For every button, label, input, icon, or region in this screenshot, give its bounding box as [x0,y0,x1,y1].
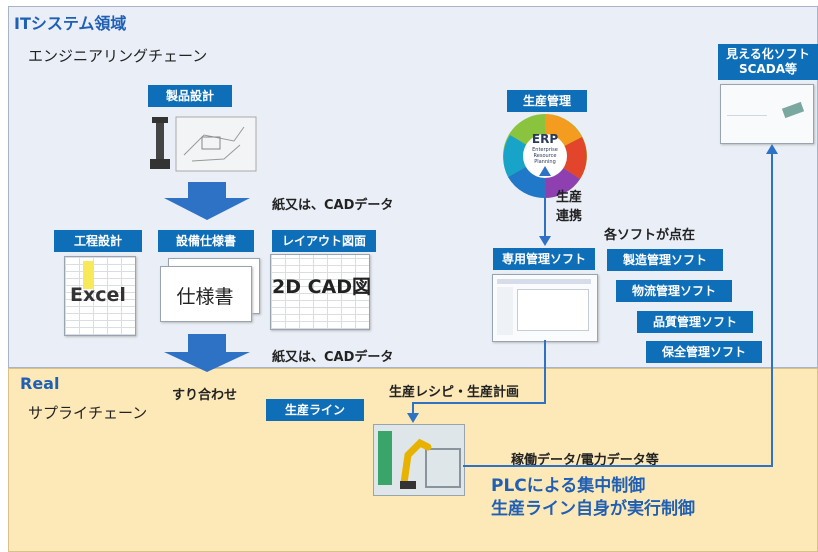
real-zone-subtitle: サプライチェーン [28,404,148,422]
product-design-image [144,115,258,173]
plc-control-line-2: 生産ライン自身が実行制御 [491,499,695,519]
production-mgmt-label: 生産管理 [507,90,587,112]
real-zone-title: Real [20,374,60,393]
robot-photo [373,424,465,496]
layout-drawing-image [270,254,370,330]
operating-data-line [463,152,773,467]
erp-link-arrowhead-down [539,236,551,246]
process-design-label: 工程設計 [54,230,142,252]
manufacturing-sw-tag: 製造管理ソフト [607,249,723,271]
equipment-spec-label: 設備仕様書 [158,230,254,252]
erp-link-arrowhead-up [539,166,551,176]
erp-subtitle-line-3: Planning [534,159,556,165]
dedicated-software-screenshot [492,274,598,342]
erp-subtitle: Enterprise Resource Planning [522,147,568,165]
excel-label: Excel [70,284,126,306]
dedicated-software-label: 専用管理ソフト [493,248,595,270]
erp-wheel [502,113,588,199]
recipe-flow-arrowhead [407,413,419,423]
recipe-flow-line [412,340,546,414]
cad-label: 2D CAD図 [272,276,372,298]
erp-subtitle-line-1: Enterprise [532,147,558,153]
maintenance-sw-tag: 保全管理ソフト [646,341,762,363]
it-zone-title: ITシステム領域 [14,14,127,33]
scada-screenshot [720,84,814,144]
big-arrow-spec-to-line [164,334,250,372]
logistics-sw-tag: 物流管理ソフト [616,280,732,302]
erp-subtitle-line-2: Resource [533,153,557,159]
plc-control-line-1: PLCによる集中制御 [491,476,646,496]
product-design-label: 製品設計 [148,85,232,107]
handoff-note-1: 紙又は、CADデータ [272,198,394,213]
link-note-1: 生産 [556,190,583,205]
operating-data-arrowhead [766,144,778,154]
big-arrow-design-to-spec [164,182,250,220]
handoff-note-2: 紙又は、CADデータ [272,350,394,365]
scada-label: 見える化ソフト SCADA等 [718,44,818,80]
erp-title: ERP [531,132,559,146]
scada-label-line-1: 見える化ソフト [726,47,810,61]
scada-label-line-2: SCADA等 [739,62,797,76]
scattered-software-note: 各ソフトが点在 [604,228,696,243]
excel-sheet-image [64,256,136,336]
recipe-note: 生産レシピ・生産計画 [389,385,520,400]
link-note-2: 連携 [556,209,583,224]
it-zone-subtitle: エンジニアリングチェーン [28,47,208,65]
quality-sw-tag: 品質管理ソフト [637,311,753,333]
layout-drawing-label: レイアウト図面 [272,230,376,252]
operating-data-note: 稼働データ/電力データ等 [511,453,659,468]
spec-doc-label: 仕様書 [176,286,234,308]
it-system-zone [8,6,818,368]
spec-doc-front [160,266,252,322]
alignment-note: すり合わせ [172,388,238,403]
production-line-label: 生産ライン [266,399,364,421]
